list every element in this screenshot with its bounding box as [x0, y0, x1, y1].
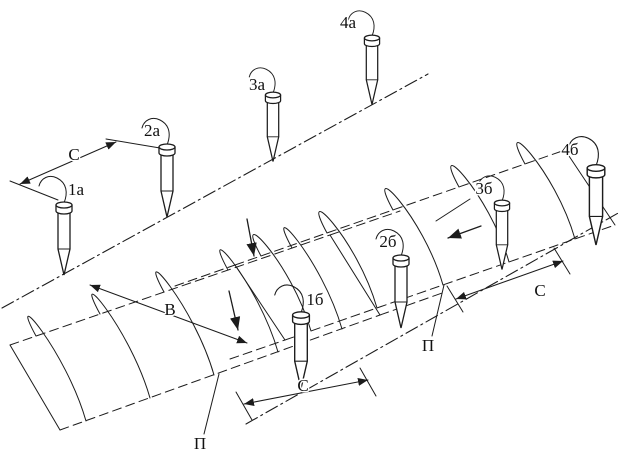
pointer-arrow-left-strip	[228, 290, 241, 331]
center-line-row-a	[1, 73, 429, 309]
dimension-c-bottom: С	[235, 367, 377, 421]
leader-line-3b	[435, 198, 471, 222]
hoop-arc	[516, 142, 576, 240]
hoop-arc	[155, 271, 215, 376]
leader-line-p-right	[431, 284, 445, 337]
stake-label-2a: 2а	[144, 121, 161, 140]
hoop-arc	[283, 227, 343, 330]
film-strip-left-end-edge-left	[9, 344, 61, 431]
film-strip-right-end-edge-left	[234, 264, 286, 341]
stake-1b	[274, 284, 311, 390]
dimension-label-b: В	[164, 300, 175, 319]
film-strip-left-lower-extension	[379, 291, 446, 316]
film-label-right: П	[420, 284, 445, 357]
dimension-c-right: С	[446, 247, 571, 313]
film-strip-right	[174, 142, 616, 360]
dimension-label-c-bottom: С	[297, 376, 308, 395]
dimension-arrow-c-top-left	[19, 141, 117, 185]
film-strip-left-upper-extension	[329, 210, 401, 236]
film-strip-left-end-edge-right	[329, 234, 381, 316]
dimension-arrow-c-bottom	[243, 377, 369, 407]
leader-line-p-left	[203, 373, 220, 435]
pointer-arrow-right-strip	[447, 225, 482, 239]
film-strip-right-upper-edge	[234, 149, 566, 266]
film-label-p-right: П	[422, 336, 434, 355]
film-label-p-left: П	[194, 434, 206, 453]
extension-line	[235, 391, 253, 421]
extension-line	[446, 285, 464, 313]
hoop-arc	[91, 293, 151, 399]
hoop-arc	[27, 315, 87, 422]
film-strip-left	[9, 210, 446, 431]
dimension-label-c-top-left: С	[68, 145, 79, 164]
dimension-arrow-c-right	[455, 260, 564, 300]
hoop-arc	[384, 188, 444, 286]
extension-line	[359, 367, 377, 397]
film-label-left: П	[192, 373, 220, 455]
film-strip-right-lower-extension	[229, 339, 286, 360]
dimension-c-top-left: С	[9, 138, 161, 201]
stake-label-1a: 1а	[68, 180, 85, 199]
dimension-b: В	[89, 284, 248, 344]
film-strip-right-upper-extension	[174, 264, 236, 287]
extension-line	[9, 180, 59, 201]
hoop-arc	[252, 234, 312, 332]
stake-label-3a: 3а	[249, 75, 266, 94]
dimension-label-c-right: С	[534, 281, 545, 300]
stake-label-4b: 4б	[561, 140, 578, 159]
dimension-arrow-b	[89, 284, 248, 344]
hoop-arc	[318, 211, 378, 309]
stake-label-4a: 4а	[340, 13, 357, 32]
stake-label-2b: 2б	[379, 232, 396, 251]
film-strip-right-lower-edge	[284, 224, 616, 341]
stake-label-3b: 3б	[475, 179, 492, 198]
hoop-arc	[219, 249, 279, 353]
pointer-arrow-center	[246, 218, 257, 257]
film-strip-left-lower-edge	[59, 314, 381, 431]
stake-label-1b: 1б	[306, 290, 323, 309]
extension-line	[105, 138, 161, 149]
